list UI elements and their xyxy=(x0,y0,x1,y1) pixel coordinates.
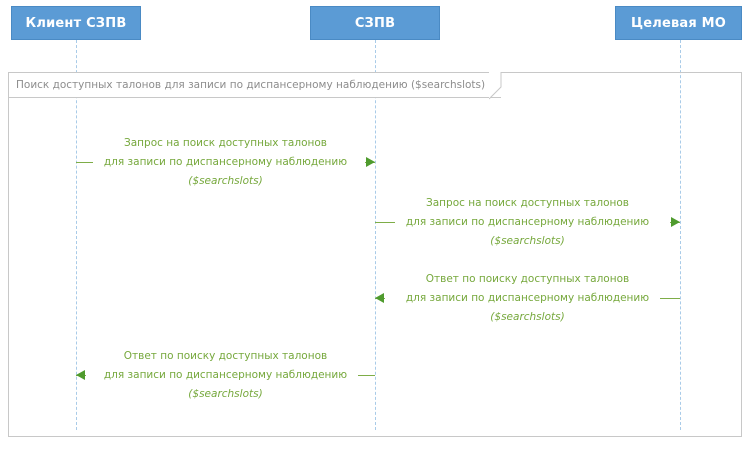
message-2-text-line-3: ($searchslots) xyxy=(490,235,565,247)
message-4-text-line-3: ($searchslots) xyxy=(188,388,263,400)
message-3-text-line-2: для записи по диспансерному наблюдению xyxy=(405,292,650,304)
message-2-text-line-2: для записи по диспансерному наблюдению xyxy=(405,216,650,228)
message-3-text-mask xyxy=(385,290,660,307)
message-3-text-line-3: ($searchslots) xyxy=(490,311,565,323)
lifeline-mo xyxy=(680,40,681,430)
message-1-text-line-2: для записи по диспансерному наблюдению xyxy=(103,156,348,168)
actor-box-mo[interactable]: Целевая МО xyxy=(615,6,742,40)
message-1-text-line-3: ($searchslots) xyxy=(188,175,263,187)
message-4-text-mask xyxy=(86,367,358,384)
lifeline-szpv xyxy=(375,40,376,430)
fragment-tab-notch-icon xyxy=(489,72,502,100)
message-3-arrowhead-left-icon xyxy=(375,293,384,303)
message-2-text-line-1: Запрос на поиск доступных талонов xyxy=(426,197,629,209)
fragment-label-tab: Поиск доступных талонов для записи по ди… xyxy=(8,72,502,100)
message-1-arrowhead-right-icon xyxy=(366,157,375,167)
actor-box-client[interactable]: Клиент СЗПВ xyxy=(11,6,141,40)
message-4[interactable]: Ответ по поиску доступных талонов для за… xyxy=(76,350,375,400)
message-2[interactable]: Запрос на поиск доступных талонов для за… xyxy=(375,197,680,247)
message-4-arrowhead-left-icon xyxy=(76,370,85,380)
actor-label-mo: Целевая МО xyxy=(630,15,727,31)
message-1[interactable]: Запрос на поиск доступных талонов для за… xyxy=(76,137,375,187)
fragment-label-text: Поиск доступных талонов для записи по ди… xyxy=(16,79,486,91)
lifeline-client xyxy=(76,40,77,430)
message-3[interactable]: Ответ по поиску доступных талонов для за… xyxy=(375,273,680,323)
message-3-text-line-1: Ответ по поиску доступных талонов xyxy=(425,273,630,285)
message-2-arrowhead-right-icon xyxy=(671,217,680,227)
message-4-text-line-2: для записи по диспансерному наблюдению xyxy=(103,369,348,381)
actor-box-szpv[interactable]: СЗПВ xyxy=(310,6,440,40)
message-1-text-mask xyxy=(93,154,365,171)
actor-label-client: Клиент СЗПВ xyxy=(25,15,127,31)
message-2-text-mask xyxy=(395,214,670,231)
message-1-text-line-1: Запрос на поиск доступных талонов xyxy=(124,137,327,149)
actor-label-szpv: СЗПВ xyxy=(354,15,396,31)
message-4-text-line-1: Ответ по поиску доступных талонов xyxy=(123,350,328,362)
